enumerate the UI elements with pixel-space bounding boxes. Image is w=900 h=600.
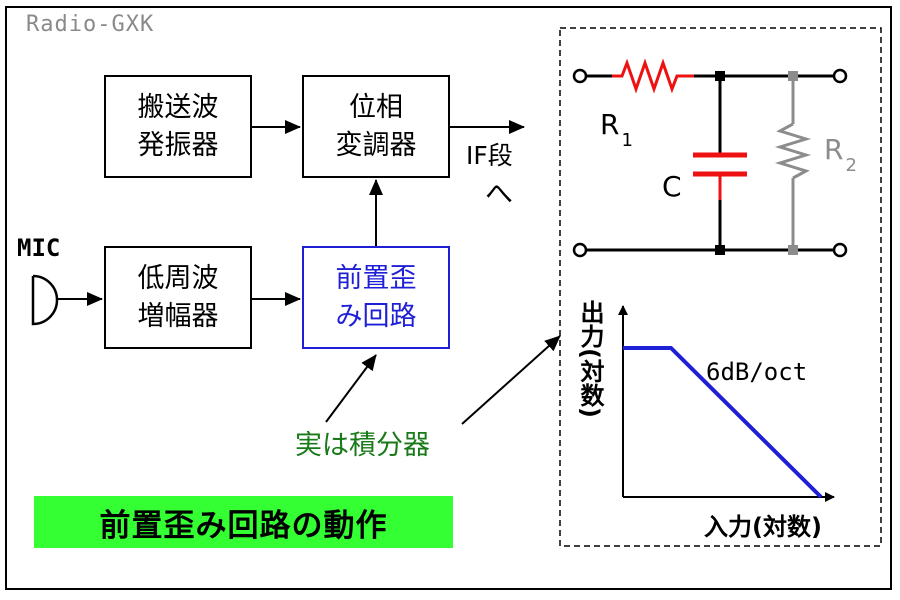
inset-dashed-frame xyxy=(559,27,882,547)
junction-top-cap xyxy=(715,71,725,81)
pre-emphasis-line-2: み回路 xyxy=(335,300,417,332)
af-amplifier-line-2: 増幅器 xyxy=(137,300,219,332)
response-curve xyxy=(623,346,823,499)
y-axis-label: 出力(対数) xyxy=(576,300,604,418)
pre-emphasis-block: 前置歪 み回路 xyxy=(302,246,450,349)
slope-label: 6dB/oct xyxy=(706,358,808,386)
note-to-block-arrow xyxy=(325,354,377,423)
output-terminal-bottom xyxy=(832,242,848,258)
junction-top-r2 xyxy=(788,71,798,81)
phase-modulator-line-1: 位相 xyxy=(349,91,403,123)
af-amplifier-line-1: 低周波 xyxy=(137,262,219,294)
carrier-oscillator-block: 搬送波 発振器 xyxy=(104,75,252,178)
r2-resistor xyxy=(774,122,812,180)
integrator-note: 実は積分器 xyxy=(295,430,430,461)
carrier-oscillator-line-2: 発振器 xyxy=(137,129,219,161)
microphone-icon xyxy=(31,274,59,326)
x-axis-label: 入力(対数) xyxy=(704,513,822,541)
if-stage-arrow-label: へ xyxy=(485,177,514,210)
af-amplifier-block: 低周波 増幅器 xyxy=(104,246,252,349)
title-banner: 前置歪み回路の動作 xyxy=(34,496,453,548)
r1-resistor xyxy=(612,58,694,94)
r2-letter: R xyxy=(824,133,844,166)
junction-bottom-r2 xyxy=(788,245,798,255)
carrier-oscillator-line-1: 搬送波 xyxy=(137,91,219,123)
pre-emphasis-line-1: 前置歪 xyxy=(335,262,417,294)
input-terminal-bottom xyxy=(572,242,588,258)
input-terminal-top xyxy=(572,68,588,84)
r1-letter: R xyxy=(600,108,620,141)
mic-label: MIC xyxy=(17,234,61,262)
r1-subscript: 1 xyxy=(621,130,633,151)
figure-frame xyxy=(5,6,892,590)
credit-text: Radio-GXK xyxy=(26,12,155,37)
phase-modulator-block: 位相 変調器 xyxy=(302,75,450,178)
if-stage-label: IF段 xyxy=(466,141,513,170)
junction-bottom-cap xyxy=(715,245,725,255)
r2-subscript: 2 xyxy=(845,155,857,176)
phase-modulator-line-2: 変調器 xyxy=(335,129,417,161)
capacitor-label: C xyxy=(662,170,682,203)
output-terminal-top xyxy=(832,68,848,84)
note-to-circuit-arrow xyxy=(461,335,561,425)
